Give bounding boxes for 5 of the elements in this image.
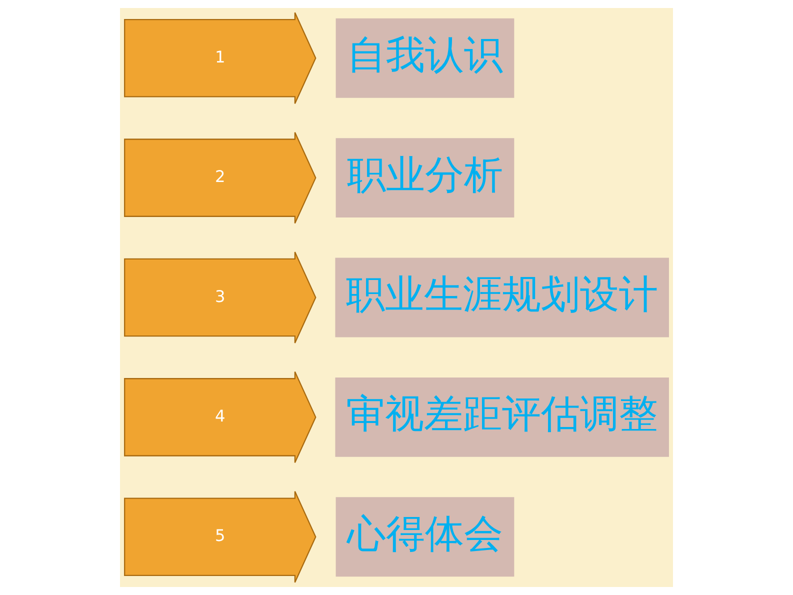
node-box: 审视差距评估调整 xyxy=(335,377,669,457)
node-box: 职业生涯规划设计 xyxy=(335,258,669,338)
node-box: 心得体会 xyxy=(336,497,514,577)
node-box: 自我认识 xyxy=(336,18,514,98)
node-box: 职业分析 xyxy=(336,138,514,218)
